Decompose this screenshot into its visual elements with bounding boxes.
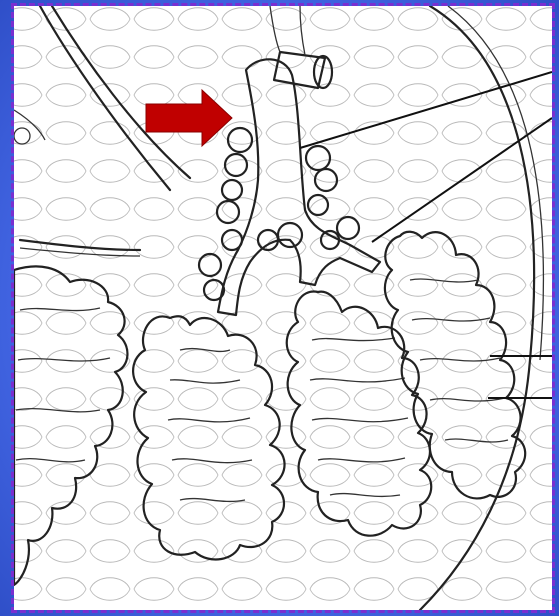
lung-illustration <box>14 6 552 610</box>
illustration-panel <box>14 6 552 610</box>
